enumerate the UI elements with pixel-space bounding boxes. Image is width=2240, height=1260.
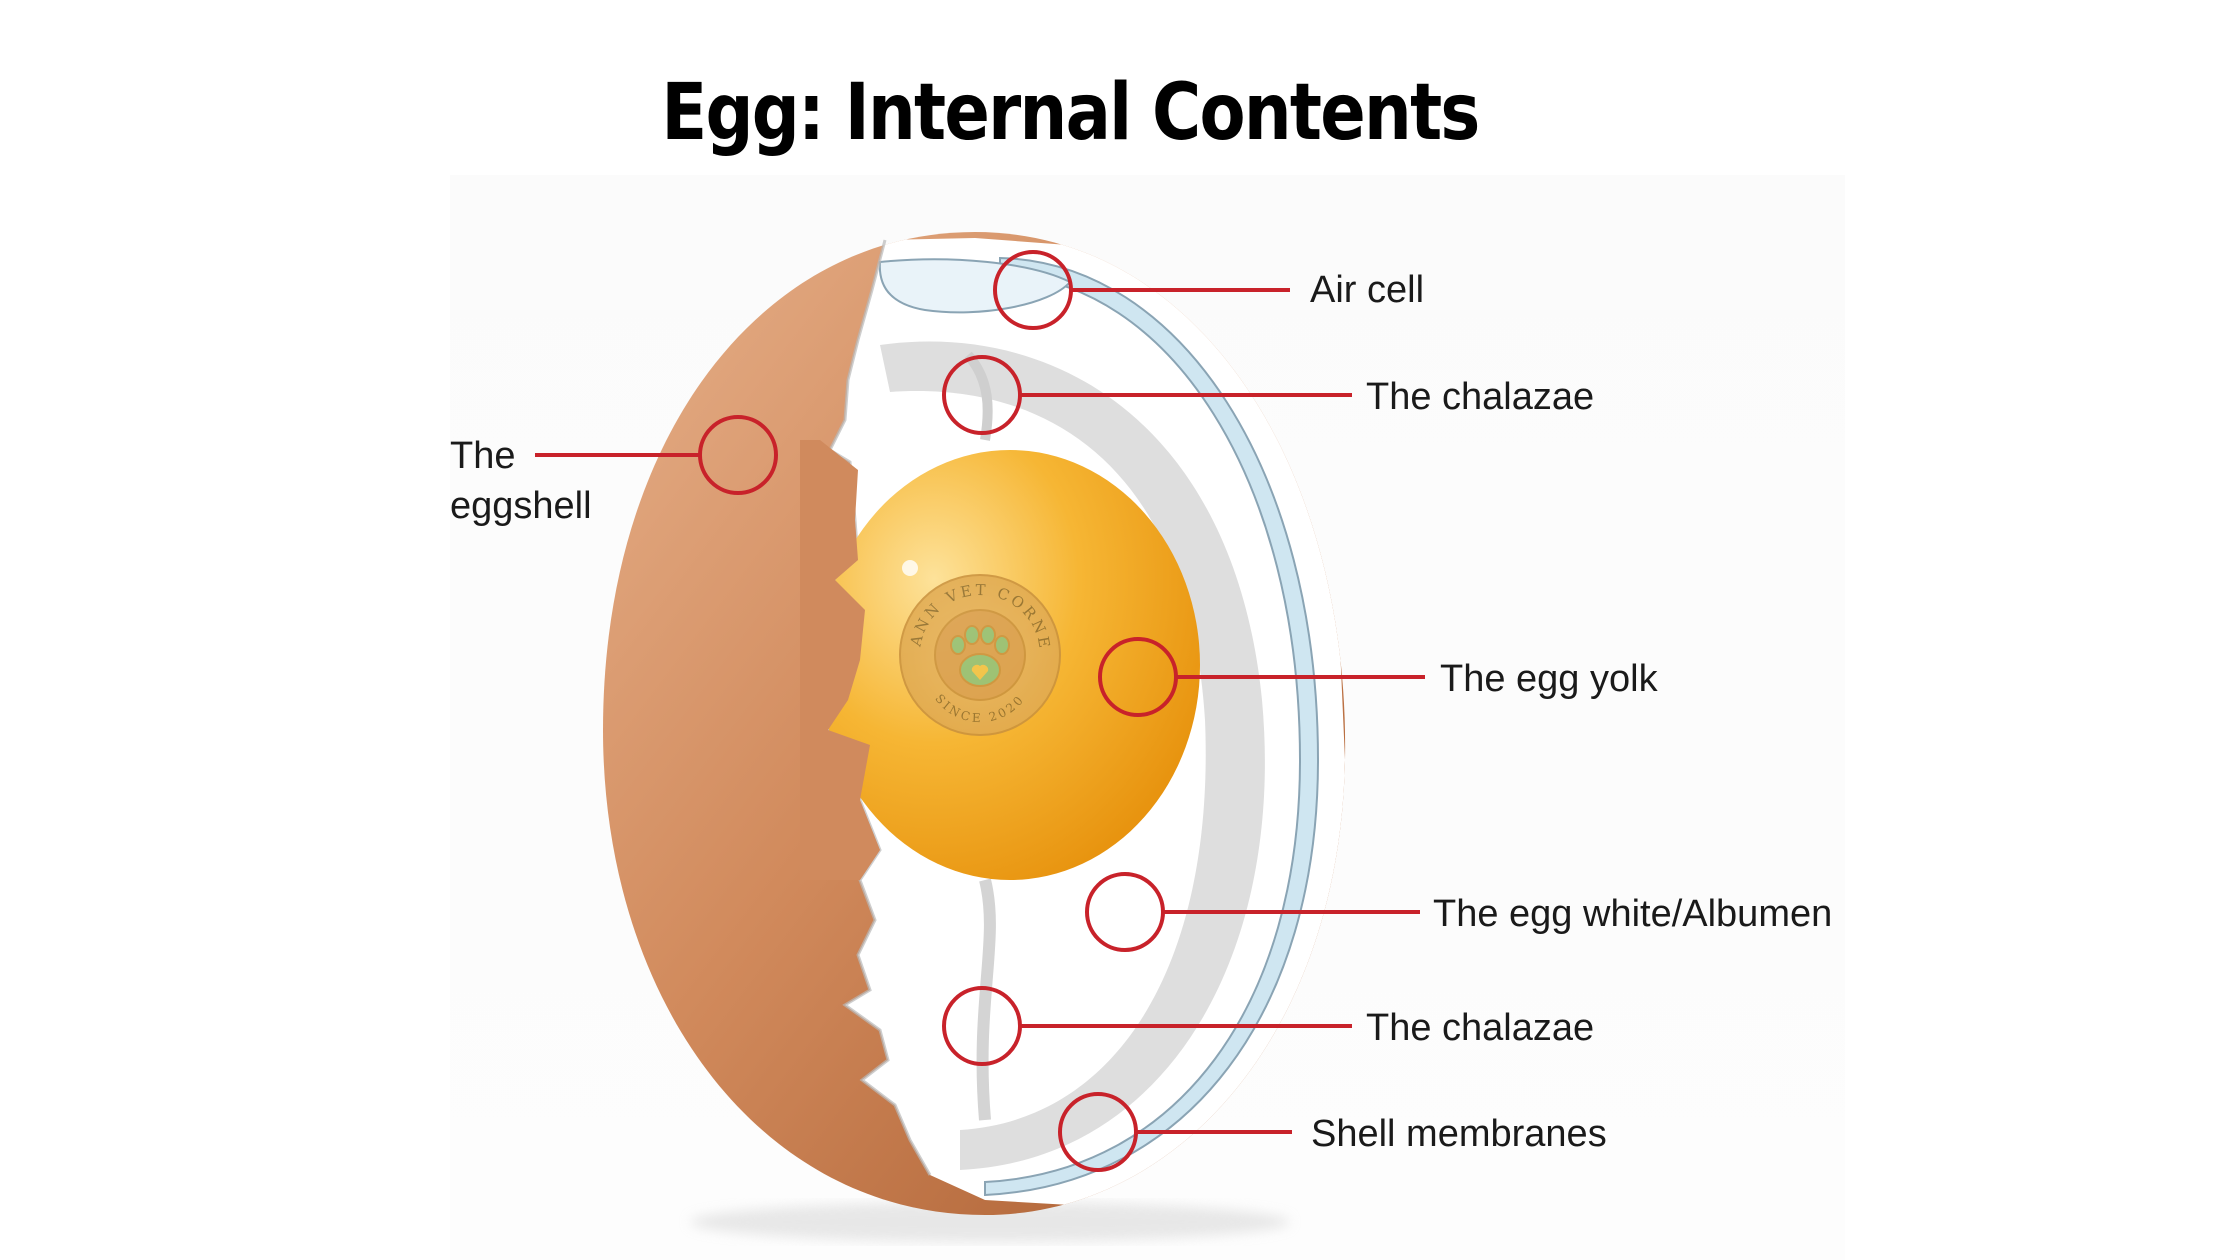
label-chalazae-bottom: The chalazae bbox=[1366, 1007, 1594, 1049]
yolk-highlight bbox=[902, 560, 918, 576]
label-egg-yolk: The egg yolk bbox=[1440, 658, 1659, 700]
page-title: Egg: Internal Contents bbox=[661, 68, 1480, 158]
air-cell-shape bbox=[878, 258, 1072, 314]
shell-membrane-band bbox=[984, 256, 1320, 1197]
label-albumen: The egg white/Albumen bbox=[1433, 893, 1832, 935]
label-shell-membranes: Shell membranes bbox=[1311, 1113, 1607, 1155]
label-chalazae-top: The chalazae bbox=[1366, 376, 1594, 418]
chalazae-bottom-strand bbox=[976, 878, 996, 1121]
paw-heart-icon bbox=[950, 625, 1010, 687]
egg-shadow bbox=[690, 1202, 1290, 1242]
shell-front-over-yolk bbox=[800, 440, 880, 880]
label-eggshell-line2: eggshell bbox=[450, 485, 592, 527]
label-eggshell-line1: The bbox=[450, 435, 515, 477]
label-air-cell: Air cell bbox=[1310, 269, 1424, 311]
